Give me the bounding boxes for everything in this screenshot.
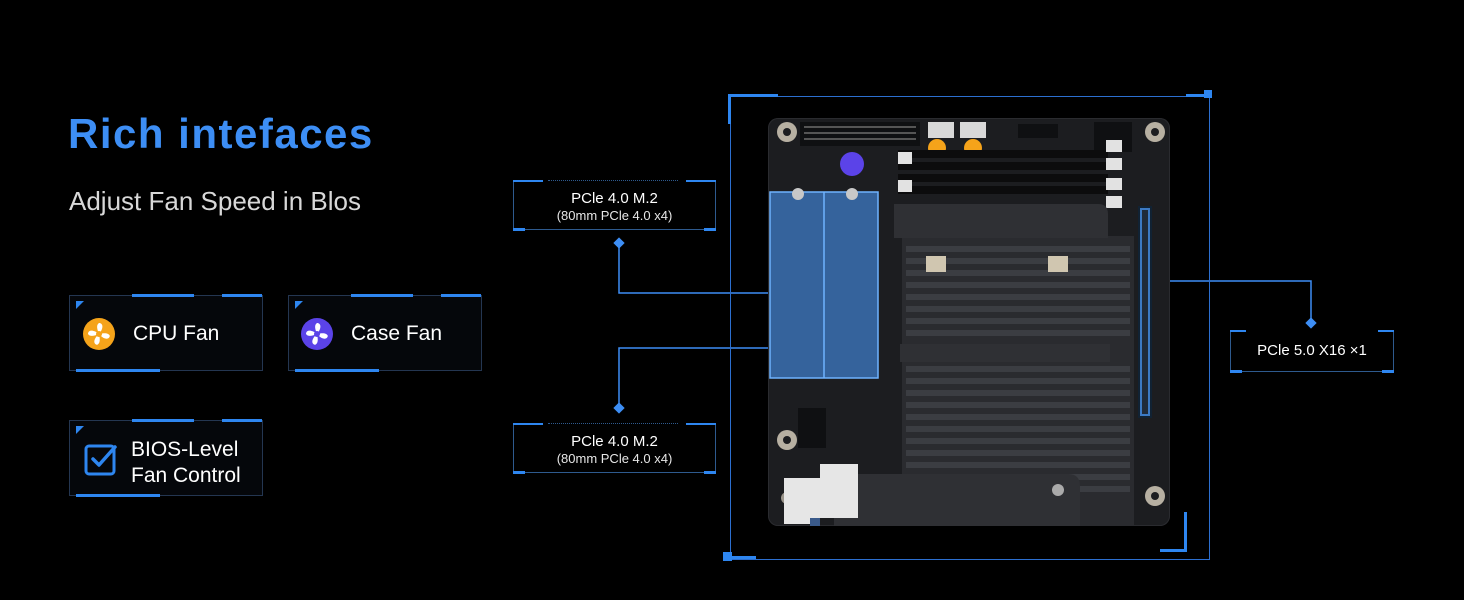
m2-bottom-title: PCle 4.0 M.2 bbox=[571, 433, 658, 450]
checkbox-icon bbox=[84, 444, 117, 476]
headline: Rich intefaces bbox=[68, 110, 374, 157]
bios-fan-control-card: BIOS-Level Fan Control bbox=[69, 419, 263, 497]
m2-top-subtitle: (80mm PCle 4.0 x4) bbox=[556, 208, 673, 223]
m2-bottom-subtitle: (80mm PCle 4.0 x4) bbox=[556, 451, 673, 466]
case-fan-card: Case Fan bbox=[288, 294, 482, 372]
frame-corner-marks bbox=[723, 90, 1212, 561]
case-fan-label: Case Fan bbox=[351, 322, 443, 345]
cpu-fan-icon bbox=[83, 318, 115, 350]
m2-slot-callout-bottom: PCle 4.0 M.2 (80mm PCle 4.0 x4) bbox=[513, 423, 716, 474]
case-fan-icon bbox=[301, 318, 333, 350]
subheadline: Adjust Fan Speed in Blos bbox=[69, 186, 361, 216]
board-frame bbox=[730, 96, 1210, 560]
m2-top-title: PCle 4.0 M.2 bbox=[571, 190, 658, 207]
pcie-slot-label: PCle 5.0 X16 ×1 bbox=[1257, 342, 1367, 359]
motherboard-image bbox=[768, 118, 1170, 526]
pcie-slot-callout: PCle 5.0 X16 ×1 bbox=[1230, 330, 1394, 373]
bios-label-line1: BIOS-Level bbox=[131, 438, 239, 461]
bios-label-line2: Fan Control bbox=[131, 464, 241, 487]
cpu-fan-card: CPU Fan bbox=[69, 294, 263, 372]
cpu-fan-label: CPU Fan bbox=[133, 322, 220, 345]
mounting-holes bbox=[777, 122, 1165, 506]
motherboard-drawing bbox=[769, 122, 1165, 526]
m2-slot-callout-top: PCle 4.0 M.2 (80mm PCle 4.0 x4) bbox=[513, 180, 716, 231]
